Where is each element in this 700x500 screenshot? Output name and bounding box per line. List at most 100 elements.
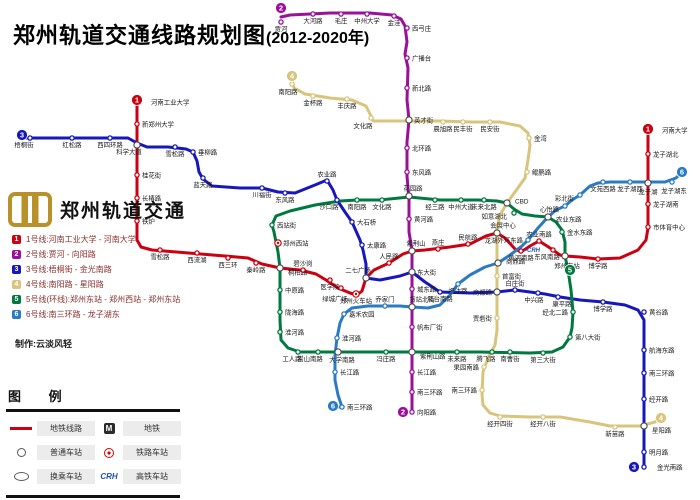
station-label: 商都路 [473, 287, 493, 296]
metro-map-svg: 河南工业大学新郑州大学科学大道桂花街长椿路铁炉雪松路西流湖西三环秦岭路桐柏路碧沙… [14, 2, 688, 473]
transfer-station-紫荆山路: 紫荆山路 [408, 348, 446, 360]
station-label: 中州大学 [354, 16, 380, 25]
transfer-station-紫荆山: 紫荆山 [406, 239, 426, 255]
station-龙子湖南: 龙子湖南 [645, 199, 679, 208]
station-label: 龙湖外环东路 [485, 235, 524, 244]
metro-line-2 [279, 11, 414, 414]
station-label: 农业东路 [556, 214, 582, 223]
badge-number: 1 [646, 125, 650, 134]
station-中州大学: 中州大学 [354, 11, 380, 25]
station-西四环路: 西四环路 [97, 135, 123, 149]
station-label: 绿城广场 [322, 294, 348, 303]
station-label: 河南大学 [662, 125, 688, 134]
station-label: 大学南路 [329, 355, 355, 364]
station-祝汴路: 祝汴路 [448, 281, 468, 295]
station-label: 雪松路 [165, 149, 185, 158]
station-燕庄: 燕庄 [432, 238, 445, 252]
station-label: 淮河路 [342, 333, 362, 342]
transfer-station-桐柏路: 桐柏路 [276, 264, 308, 276]
station-label: 郑州火车站 [340, 296, 373, 305]
station-label: 燕庄 [432, 238, 445, 247]
station-label: 龙子湖 [638, 187, 657, 196]
station-label: 航海东路 [649, 345, 675, 354]
station-绿城广场: 绿城广场 [322, 285, 348, 303]
station-label: 川福街 [252, 190, 272, 199]
line-list-text: 2号线:贾河 - 向阳路 [26, 250, 96, 259]
station-label: 晨旭路 [433, 124, 453, 133]
station-民丰街: 民丰街 [453, 119, 473, 133]
station-label: 文化路 [372, 202, 392, 211]
station-龙子湖北: 龙子湖北 [645, 149, 679, 158]
line-list-text: 5号线(环线):郑州东站 - 郑州西站 - 郑州东站 [26, 295, 181, 304]
station-新北路: 新北路 [404, 83, 432, 92]
station-鲲鹏路: 鲲鹏路 [524, 167, 552, 176]
line-4-badge-icon: 4 [12, 280, 21, 289]
brand-name: 郑州轨道交通 [60, 201, 187, 222]
transfer-station-科学大道: 科学大道 [116, 141, 142, 156]
station-南曹街: 南曹街 [500, 349, 520, 363]
station-label: 河南工业大学 [151, 97, 190, 106]
station-河南工业大学: 河南工业大学 [134, 97, 190, 106]
station-label: 中原路 [285, 285, 305, 294]
badge-number: 4 [290, 72, 295, 81]
station-南三环路: 南三环路 [409, 387, 443, 396]
station-label: 人民路 [379, 252, 399, 261]
station-川福街: 川福街 [252, 185, 272, 199]
station-label: 第三大街 [530, 355, 556, 364]
line-6-badge-icon: 6 [676, 166, 688, 178]
badge-number: 6 [331, 402, 335, 411]
station-第八大街: 第八大街 [567, 332, 601, 341]
station-工人路: 工人路 [282, 349, 302, 363]
station-博学路: 博学路 [593, 299, 613, 313]
station-如意湖北: 如意湖北 [481, 210, 517, 220]
station-label: 果园南路 [453, 362, 479, 371]
station-label: 文苑西路 [590, 184, 616, 193]
station-金杯路: 金杯路 [303, 93, 323, 107]
line-2-badge-icon: 2 [397, 406, 409, 418]
station-label: 星阳路 [652, 425, 672, 434]
station-雪松路: 雪松路 [165, 144, 185, 158]
line-list-text: 4号线:南阳路 - 星阳路 [26, 280, 104, 289]
station-农业路: 农业路 [317, 170, 337, 184]
station-新郑州大学: 新郑州大学 [134, 119, 175, 128]
station-果园南路: 果园南路 [453, 362, 487, 371]
legend-label: 高铁车站 [123, 469, 181, 484]
station-龙子湖东: 龙子湖东 [661, 179, 687, 195]
station-label: 博学路 [588, 261, 608, 270]
station-label: 经开路 [649, 394, 669, 403]
station-label: 新苗路 [605, 429, 625, 438]
station-label: 民安街 [480, 124, 500, 133]
station-乔家门: 乔家门 [375, 295, 395, 309]
station-label: 东风路 [412, 167, 432, 176]
station-label: 南阳路 [347, 202, 367, 211]
station-第三大街: 第三大街 [530, 350, 556, 364]
station-经北二路: 经北二路 [542, 307, 576, 316]
station-label: 城东路 [417, 284, 437, 293]
badge-number: 6 [680, 168, 684, 177]
station-南三环路: 南三环路 [451, 385, 485, 394]
station-梧桐街: 梧桐街 [14, 135, 34, 149]
station-label: 龙子湖东 [661, 186, 687, 195]
station-label: 嘉禾农园 [349, 309, 375, 318]
station-label: 龙子湖西 [617, 184, 643, 193]
station-label: 陇海路 [285, 307, 305, 316]
metro-line-4 [290, 78, 663, 428]
station-南阳路: 南阳路 [278, 81, 298, 96]
transfer-station-CBD: CBD [503, 198, 529, 207]
station-龙湖外环东路: 龙湖外环东路 [485, 235, 531, 244]
station-label: 大河路 [303, 16, 323, 25]
station-桂花街: 桂花街 [134, 170, 162, 179]
station-嘉禾农园: 嘉禾农园 [341, 309, 375, 318]
brand: 郑州轨道交通 [8, 192, 186, 227]
station-长江路: 长江路 [332, 367, 360, 376]
station-晨旭路: 晨旭路 [433, 119, 453, 133]
station-沙口路: 沙口路 [319, 197, 340, 211]
legend-icon-cell: M [96, 422, 122, 436]
station-丰庆路: 丰庆路 [337, 96, 357, 110]
badge-number: 2 [401, 408, 405, 417]
station-label: 祝汴路 [448, 286, 468, 295]
station-新苗路: 新苗路 [605, 424, 625, 438]
station-南阳路: 南阳路 [347, 197, 367, 211]
